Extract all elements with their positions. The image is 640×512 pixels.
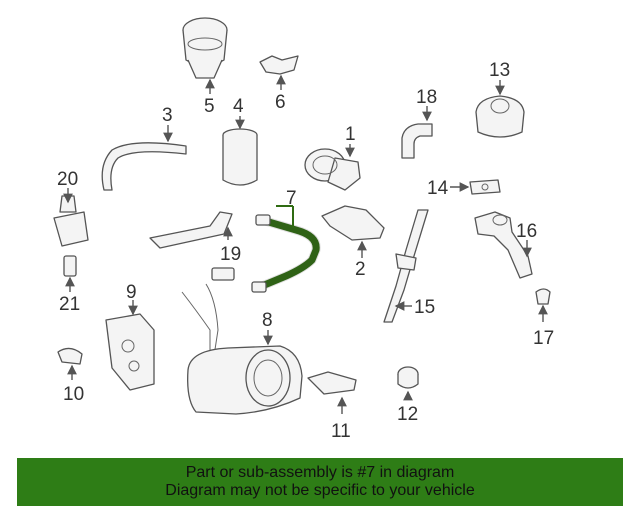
callout-3: 3 (162, 105, 173, 126)
callout-17: 17 (533, 328, 554, 349)
callout-12: 12 (397, 404, 418, 425)
part-15-tube[interactable] (383, 209, 429, 323)
part-7-hose-line[interactable] (251, 205, 321, 293)
part-20-solenoid[interactable] (53, 188, 89, 247)
part-10-clamp[interactable] (57, 347, 83, 380)
callout-4: 4 (233, 96, 244, 117)
part-6-bracket[interactable] (259, 55, 299, 90)
callout-20: 20 (57, 169, 78, 190)
banner-line-2: Diagram may not be specific to your vehi… (165, 482, 475, 499)
callout-5: 5 (204, 96, 215, 117)
part-11-bracket[interactable] (307, 371, 357, 414)
part-1-valve[interactable] (304, 144, 361, 191)
callout-10: 10 (63, 384, 84, 405)
callout-1: 1 (345, 124, 356, 145)
callout-14: 14 (427, 178, 449, 199)
part-3-hose[interactable] (101, 125, 187, 191)
part-5-pump-reservoir[interactable] (182, 17, 228, 94)
callout-18: 18 (416, 87, 437, 108)
info-banner: Part or sub-assembly is #7 in diagram Di… (17, 458, 623, 506)
part-21-sensor[interactable] (63, 255, 77, 292)
callout-2: 2 (355, 259, 366, 280)
part-13-pump-assembly[interactable] (475, 80, 525, 138)
part-17-clip[interactable] (535, 288, 551, 322)
callout-7: 7 (286, 188, 297, 209)
part-18-elbow-hose[interactable] (401, 106, 433, 159)
callout-11: 11 (331, 421, 351, 442)
callout-6: 6 (275, 92, 286, 113)
part-2-bracket-plate[interactable] (321, 205, 385, 258)
part-9-cover[interactable] (105, 300, 155, 391)
part-19-bent-pipe[interactable] (149, 211, 233, 249)
callout-13: 13 (489, 60, 510, 81)
callout-15: 15 (414, 297, 435, 318)
callout-9: 9 (126, 282, 137, 303)
part-8-air-pump[interactable] (181, 267, 303, 415)
callout-19: 19 (220, 244, 241, 265)
banner-line-1: Part or sub-assembly is #7 in diagram (185, 464, 455, 481)
part-14-gasket[interactable] (450, 179, 501, 195)
callout-8: 8 (262, 310, 273, 331)
parts-diagram: 1 2 3 4 5 6 7 8 9 10 11 12 13 14 15 16 1… (53, 17, 554, 442)
callout-16: 16 (516, 221, 537, 242)
callout-21: 21 (59, 294, 80, 315)
part-12-grommet[interactable] (397, 366, 419, 401)
part-4-canister[interactable] (222, 116, 258, 186)
part-16-mount-bracket[interactable] (474, 211, 533, 279)
